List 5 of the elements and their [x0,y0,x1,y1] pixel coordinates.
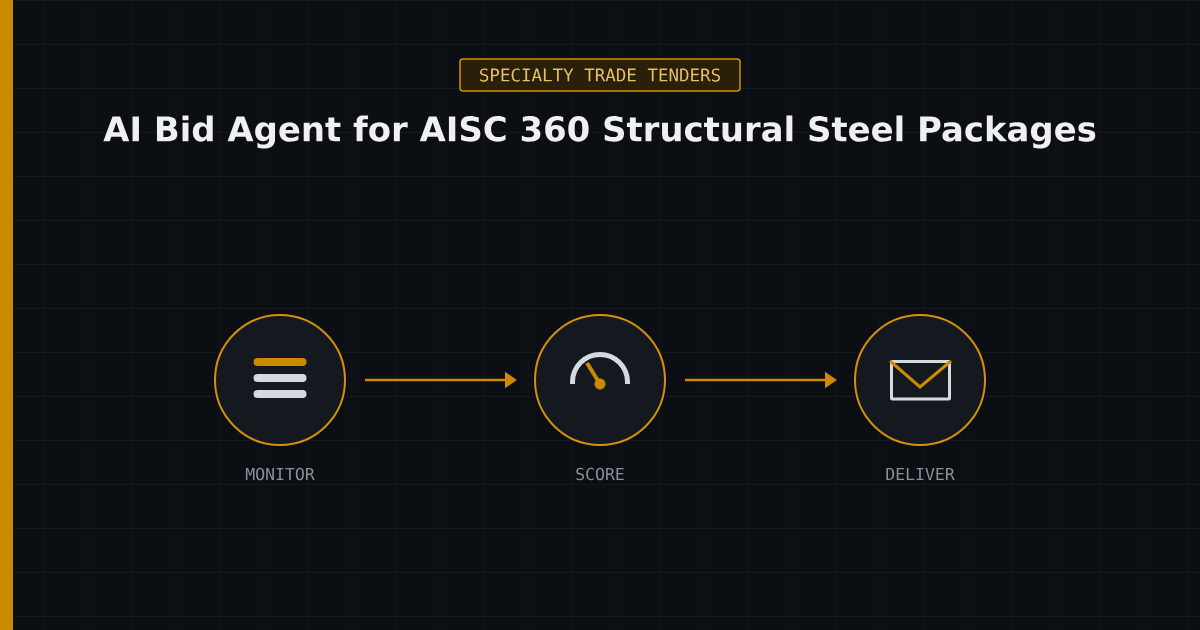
category-tag: SPECIALTY TRADE TENDERS [459,58,741,92]
step-label: DELIVER [886,468,955,480]
step-label: SCORE [576,467,624,481]
title: AI Bid Agent for AISC 360 Structural Steel Packages [103,115,1096,149]
step-label: MONITOR [245,467,315,481]
